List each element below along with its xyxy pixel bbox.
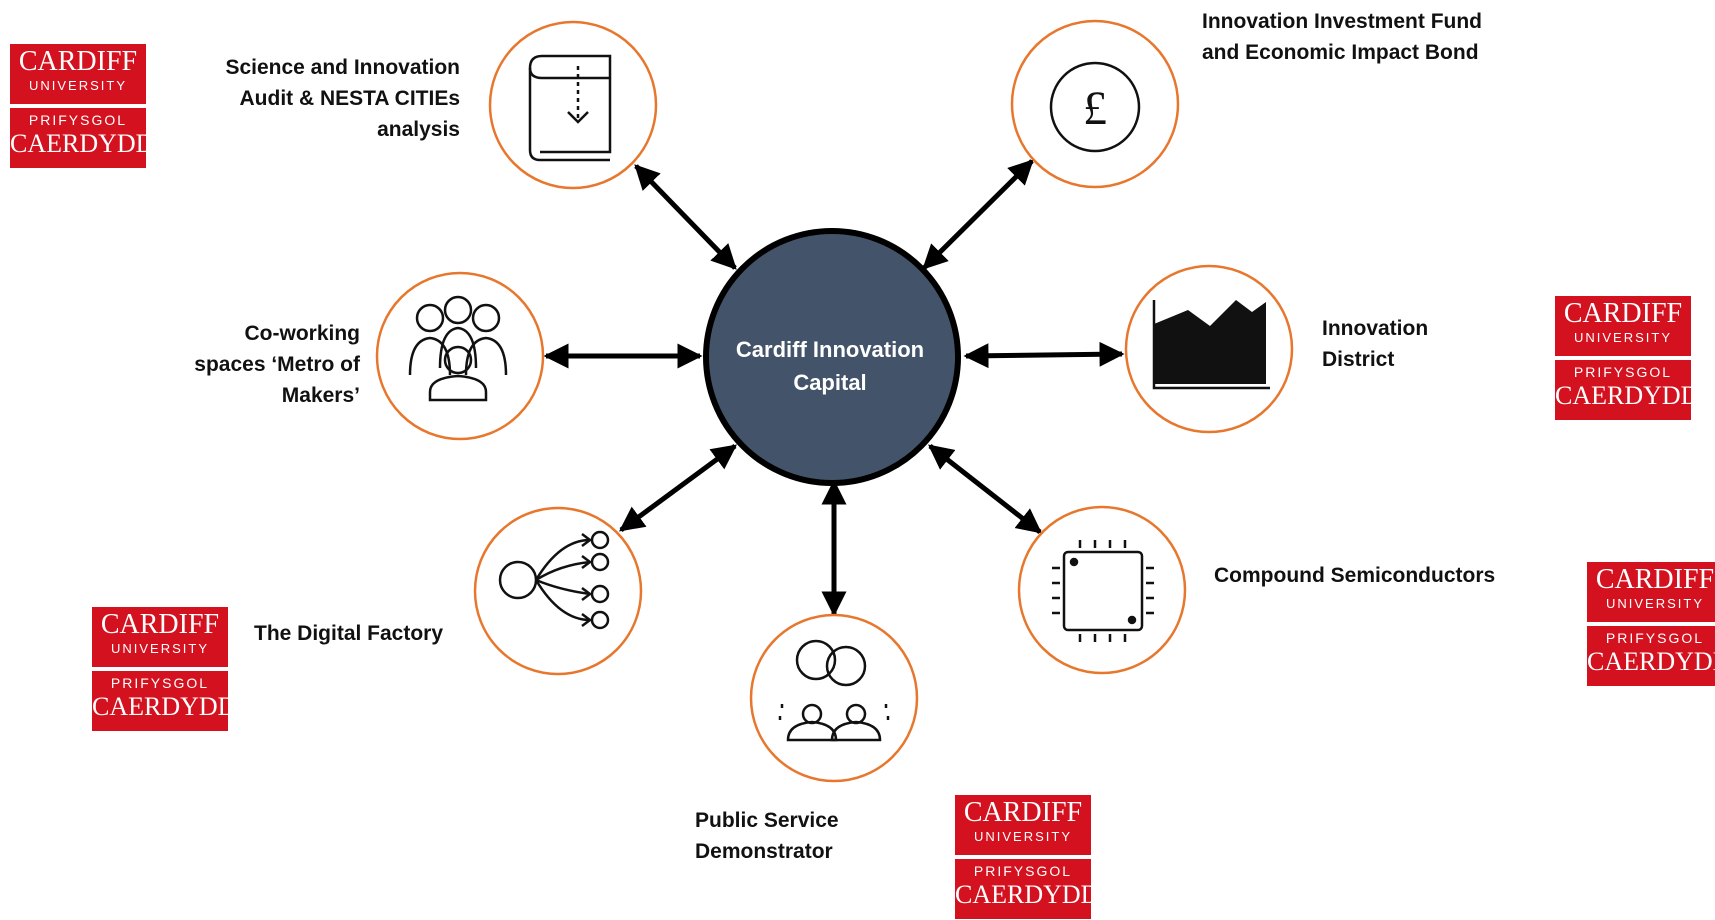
center-node-label: Cardiff Innovation Capital (735, 337, 925, 395)
node-label-semis: Compound Semiconductors (1214, 564, 1496, 587)
connector-factory (618, 443, 738, 533)
center-node (703, 228, 961, 486)
node-label-audit: Science and Innovation Audit & NESTA CIT… (225, 56, 460, 141)
book-download-icon (528, 54, 612, 162)
node-ring-audit (488, 20, 658, 190)
connector-district (963, 341, 1125, 369)
group-people-icon (408, 295, 508, 402)
connector-fund (922, 159, 1034, 270)
network-flow-icon (498, 530, 610, 630)
area-chart-icon (1152, 300, 1270, 390)
connector-audit (634, 164, 737, 270)
node-label-coworking: Co-working spaces ‘Metro of Makers’ (194, 322, 360, 407)
node-label-public: Public Service Demonstrator (695, 809, 839, 863)
microchip-icon (1052, 540, 1154, 642)
node-label-fund: Innovation Investment Fund and Economic … (1202, 10, 1483, 64)
node-label-factory: The Digital Factory (254, 622, 444, 645)
pound-coin-icon: £ (1049, 61, 1141, 153)
connector-semis (928, 444, 1042, 534)
node-ring-public (749, 613, 919, 783)
people-chat-icon (778, 639, 890, 742)
node-label-district: Innovation District (1322, 317, 1429, 371)
node-ring-fund (1010, 19, 1180, 189)
svg-text:£: £ (1083, 82, 1107, 135)
connectors (543, 159, 1125, 617)
node-ring-factory (473, 506, 643, 676)
node-ring-semis (1017, 505, 1187, 675)
